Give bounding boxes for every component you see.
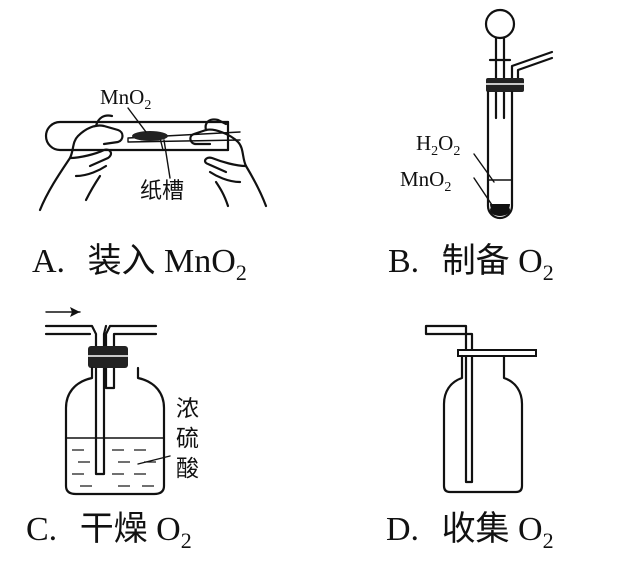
- caption-d-text: 收集 O: [442, 510, 543, 548]
- acid-leader-line: [137, 455, 171, 465]
- caption-b-letter: B.: [388, 243, 419, 280]
- right-hand: [189, 118, 268, 208]
- caption-c: C. 干燥 O2: [26, 511, 192, 553]
- rubber-stopper-c: [88, 346, 128, 368]
- caption-d: D. 收集 O2: [386, 510, 554, 553]
- caption-c-text: 干燥 O: [80, 511, 181, 548]
- trough-leader-line: [163, 139, 171, 179]
- mno2-powder: [132, 131, 168, 141]
- glass-cover-plate: [457, 349, 537, 357]
- outlet-tube-short: [104, 324, 158, 390]
- left-hand: [38, 114, 124, 212]
- panel-c: 浓 硫 酸 C. 干燥 O2: [26, 307, 199, 553]
- test-tube-vertical: [486, 90, 514, 220]
- h2o2-leader-line: [473, 153, 495, 183]
- test-tube-horizontal: [44, 120, 230, 152]
- caption-a-text: 装入 MnO: [88, 242, 236, 280]
- caption-a: A. 装入 MnO2: [32, 242, 247, 285]
- acid-label-char-2: 硫: [176, 426, 199, 452]
- gas-collecting-jar: [442, 354, 524, 494]
- acid-dashes: [72, 449, 156, 487]
- inlet-tube-long: [44, 324, 108, 476]
- panel-b: H2O2 MnO2 B. 制备 O2: [388, 8, 554, 285]
- mno2-leader-line: [127, 107, 147, 133]
- wash-bottle: [64, 366, 166, 496]
- gas-flow-arrow: [45, 307, 81, 317]
- caption-a-letter: A.: [32, 243, 65, 280]
- panel-a: MnO2 纸槽 A. 装入 MnO2: [32, 85, 268, 285]
- paper-trough-label: 纸槽: [140, 179, 184, 204]
- delivery-tube: [424, 324, 474, 484]
- rubber-stopper-b: [486, 78, 524, 92]
- acid-label-char-3: 酸: [176, 456, 199, 482]
- h2o2-label: H2O2: [416, 131, 460, 159]
- mno2-b-leader-line: [473, 177, 495, 209]
- mno2-b-label: MnO2: [400, 167, 451, 195]
- panel-d: D. 收集 O2: [386, 324, 554, 553]
- caption-c-letter: C.: [26, 511, 57, 548]
- mno2-solid-bottom: [490, 204, 510, 216]
- acid-label-char-1: 浓: [176, 396, 199, 422]
- caption-b-text: 制备 O: [442, 242, 543, 280]
- mno2-label: MnO2: [100, 85, 151, 113]
- separatory-funnel: [484, 8, 516, 120]
- caption-b: B. 制备 O2: [388, 242, 554, 285]
- caption-d-letter: D.: [386, 511, 419, 548]
